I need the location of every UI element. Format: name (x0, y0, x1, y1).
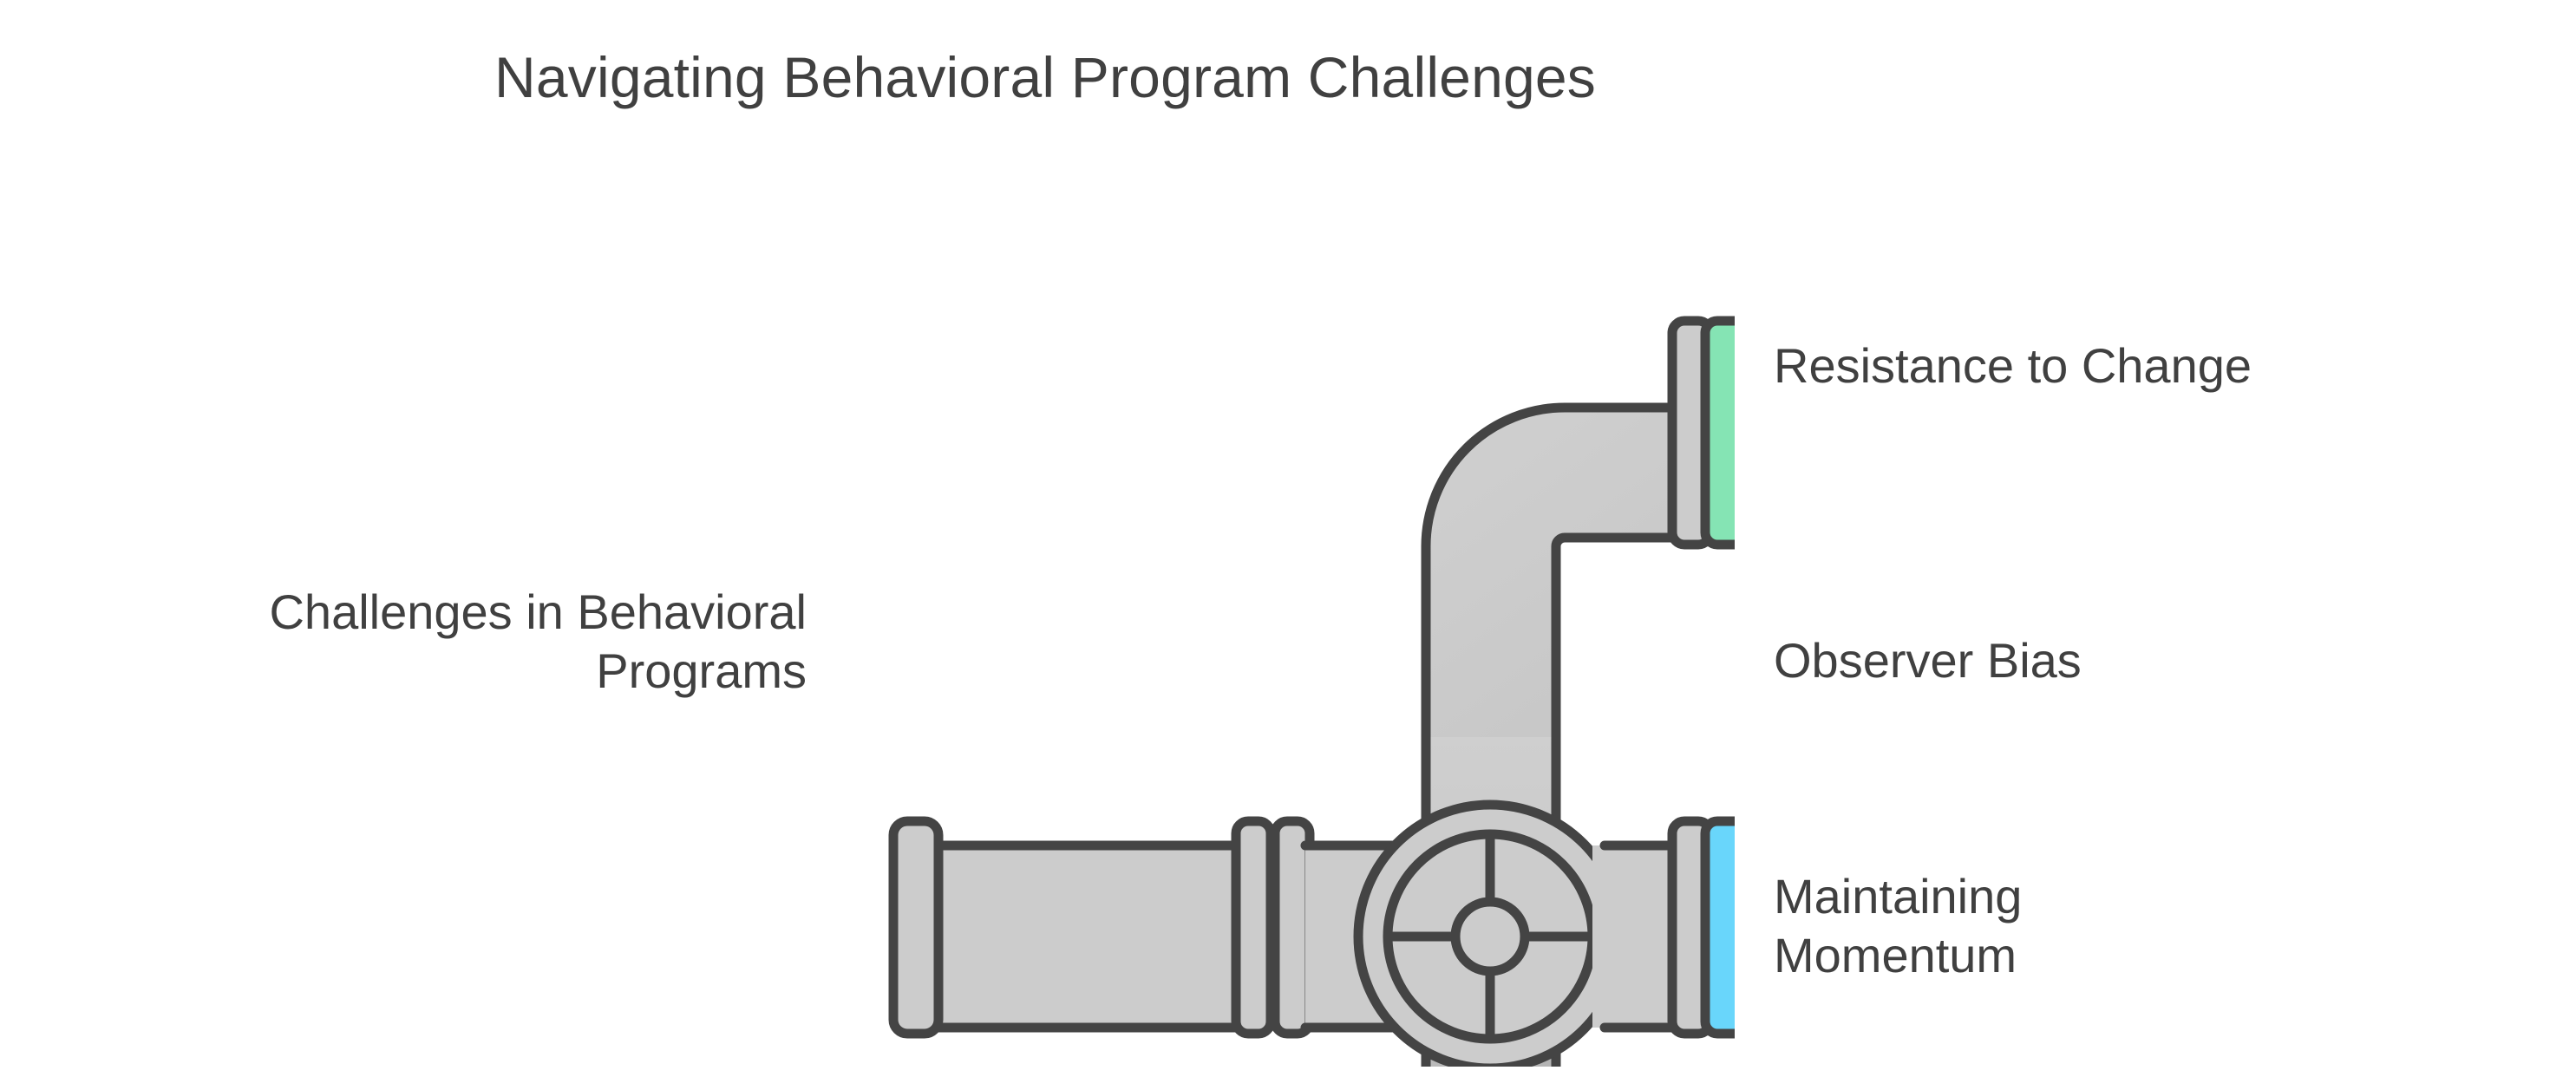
pipe-branch-resistance-to-change (1667, 316, 1735, 550)
branch-label-line-1: Maintaining (1774, 869, 2023, 924)
branch-label-resistance-to-change: Resistance to Change (1774, 336, 2537, 395)
pipe-branch-observer-bias (1667, 816, 1735, 1039)
branch-label-observer-bias: Observer Bias (1774, 631, 2537, 690)
page-title-text: Navigating Behavioral Program Challenges (494, 45, 1597, 109)
page-title: Navigating Behavioral Program Challenges (0, 45, 2576, 111)
branch-label-line-1: Observer Bias (1774, 633, 2082, 688)
valve-wheel (1353, 800, 1627, 1067)
pipe-inlet-source (888, 816, 1410, 1039)
branch-label-maintaining-momentum: Maintaining Momentum (1774, 867, 2537, 986)
pipe-manifold-illustration (888, 316, 1735, 1067)
source-label-line-2: Behavioral Programs (577, 584, 807, 699)
branch-label-line-2: Momentum (1774, 928, 2017, 983)
source-node-label: Challenges in Behavioral Programs (52, 583, 807, 702)
branch-label-line-1: Resistance to Change (1774, 338, 2252, 393)
source-label-line-1: Challenges in (269, 584, 564, 639)
